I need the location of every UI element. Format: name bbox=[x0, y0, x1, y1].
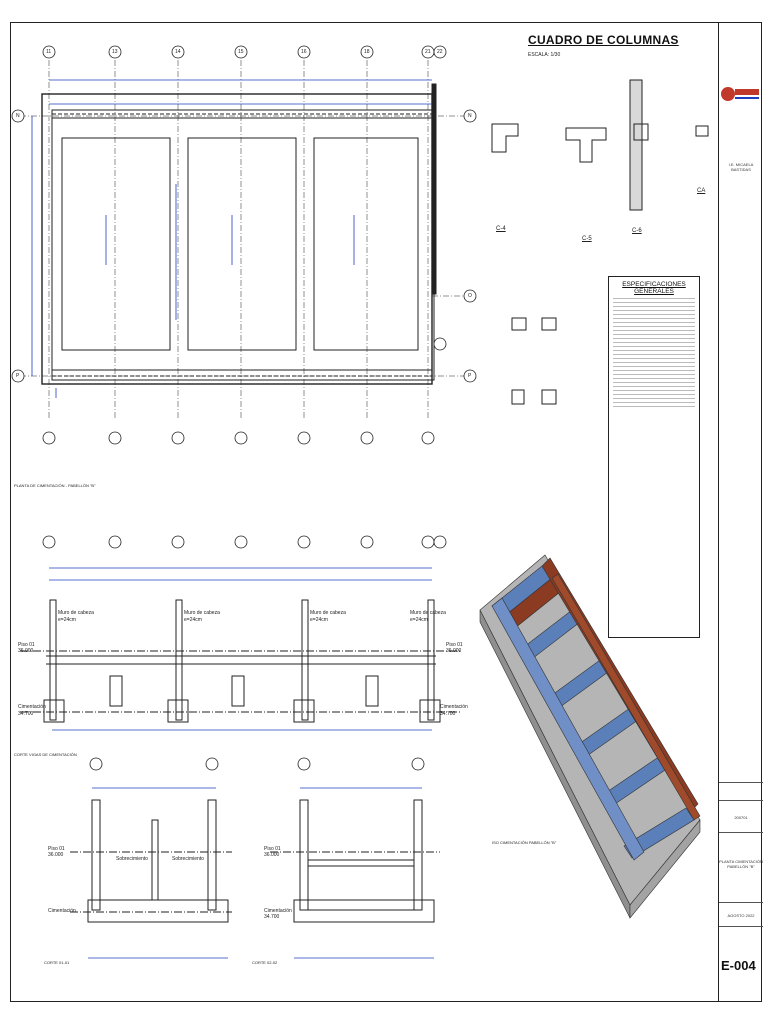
sheet-number: E-004 bbox=[721, 958, 756, 973]
sobrecimiento-label: Sobrecimiento bbox=[116, 856, 148, 862]
level-value-cimentacion: 34.700 bbox=[18, 711, 34, 717]
grid-label: 13 bbox=[112, 49, 118, 55]
title-block: I.E. MICAELA BASTIDAS 200701 PLANTA CIME… bbox=[718, 22, 763, 1002]
level-label-piso: Piso 01 bbox=[18, 642, 35, 648]
grid-label: 16 bbox=[301, 49, 307, 55]
iso-title: ISO CIMENTACIÓN PABELLÓN "B" bbox=[492, 840, 557, 845]
section-dimensions bbox=[49, 567, 432, 731]
level-label-cimentacion: Cimentación bbox=[48, 908, 76, 914]
title-scale: ESCALA: 1/30 bbox=[528, 52, 561, 58]
level-value-cimentacion: 34.700 bbox=[264, 914, 280, 920]
title-block-date: AGOSTO 2022 bbox=[719, 902, 763, 926]
specifications-box: ESPECIFICACIONES GENERALES bbox=[608, 276, 700, 638]
title-block-school: I.E. MICAELA BASTIDAS bbox=[719, 122, 763, 202]
project-code: 200701 bbox=[734, 815, 748, 820]
grid-label: P bbox=[468, 373, 472, 379]
wall-thickness: e=24cm bbox=[184, 617, 202, 623]
title-block-number bbox=[719, 926, 763, 1002]
title-block-row bbox=[719, 782, 763, 800]
wall-thickness: e=24cm bbox=[310, 617, 328, 623]
column-label-c5: C-5 bbox=[582, 236, 592, 242]
level-value-piso: 36.000 bbox=[18, 648, 34, 654]
grid-label: 21 bbox=[425, 49, 431, 55]
level-label-piso: Piso 01 bbox=[48, 846, 65, 852]
spec-lines bbox=[613, 295, 695, 410]
foundation-plan bbox=[20, 60, 470, 420]
grid-label: O bbox=[468, 293, 472, 299]
level-value-piso: 36.000 bbox=[264, 852, 280, 858]
wall-label: Muro de cabeza bbox=[58, 610, 94, 616]
grid-label: 18 bbox=[364, 49, 370, 55]
drawing-sheet-border bbox=[10, 22, 762, 1002]
grid-label: N bbox=[468, 113, 472, 119]
column-details bbox=[491, 79, 709, 405]
grid-label: 11 bbox=[46, 49, 52, 55]
level-value-piso: 36.000 bbox=[446, 648, 462, 654]
plan-dimensions bbox=[31, 79, 432, 398]
wall-thickness: e=24cm bbox=[410, 617, 428, 623]
plan-title: PLANTA DE CIMENTACIÓN - PABELLÓN "B" bbox=[14, 483, 96, 488]
title-block-code: 200701 bbox=[719, 800, 763, 832]
wall-label: Muro de cabeza bbox=[410, 610, 446, 616]
level-value-cimentacion: 34.700 bbox=[440, 711, 456, 717]
title-block-sheet-title: PLANTA CIMENTACIÓN PABELLÓN "B" bbox=[719, 832, 763, 902]
grid-label: N bbox=[16, 113, 20, 119]
wall-label: Muro de cabeza bbox=[184, 610, 220, 616]
wall-thickness: e=24cm bbox=[58, 617, 76, 623]
grid-label: P bbox=[16, 373, 20, 379]
cuts bbox=[70, 799, 440, 923]
level-label-piso: Piso 01 bbox=[264, 846, 281, 852]
sobrecimiento-label: Sobrecimiento bbox=[172, 856, 204, 862]
wall-label: Muro de cabeza bbox=[310, 610, 346, 616]
grid-label: 15 bbox=[238, 49, 244, 55]
grid-label: 14 bbox=[175, 49, 181, 55]
grid-bubbles bbox=[11, 45, 477, 771]
cut2-title: CORTE 02-02 bbox=[252, 960, 278, 965]
school-name: I.E. MICAELA BASTIDAS bbox=[728, 162, 754, 172]
level-label-cimentacion: Cimentación bbox=[264, 908, 292, 914]
page-title: CUADRO DE COLUMNAS bbox=[528, 33, 679, 47]
level-value-piso: 36.000 bbox=[48, 852, 64, 858]
cut1-title: CORTE 01-01 bbox=[44, 960, 70, 965]
column-label-c6: C-6 bbox=[632, 228, 642, 234]
column-label-c4: C-4 bbox=[496, 226, 506, 232]
specifications-title: ESPECIFICACIONES GENERALES bbox=[622, 281, 686, 295]
sheet-date: AGOSTO 2022 bbox=[727, 913, 755, 918]
beam-section bbox=[20, 599, 460, 723]
grid-label: 22 bbox=[437, 49, 443, 55]
isometric-foundation bbox=[479, 554, 701, 919]
level-label-cimentacion: Cimentación bbox=[440, 704, 468, 710]
column-label-ca: CA bbox=[697, 188, 706, 194]
logo bbox=[721, 87, 759, 101]
level-label-piso: Piso 01 bbox=[446, 642, 463, 648]
level-label-cimentacion: Cimentación bbox=[18, 704, 46, 710]
sheet-title: PLANTA CIMENTACIÓN PABELLÓN "B" bbox=[719, 859, 763, 869]
section-title: CORTE VIGAS DE CIMENTACIÓN bbox=[14, 752, 77, 757]
